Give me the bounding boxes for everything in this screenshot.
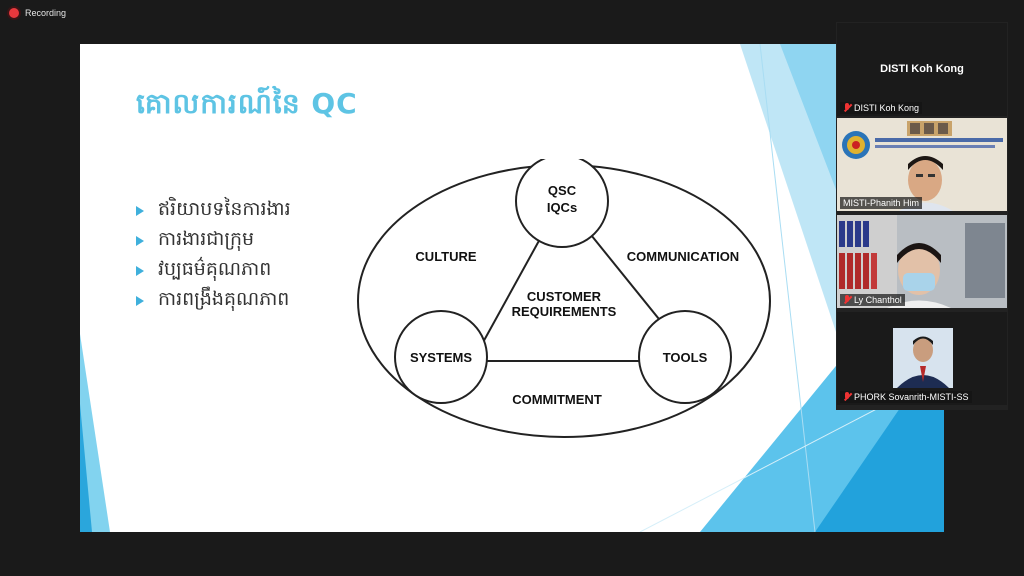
participant-tile[interactable]: PHORK Sovanrith-MISTI-SS [837, 312, 1007, 405]
node-systems-label: SYSTEMS [410, 350, 472, 365]
participant-name-tag: PHORK Sovanrith-MISTI-SS [840, 391, 972, 403]
bullet-arrow-icon [136, 266, 144, 276]
participant-video [837, 118, 1007, 211]
mic-muted-icon [843, 295, 851, 305]
center-line2: REQUIREMENTS [512, 304, 617, 319]
bullet-item: ឥរិយាបទនៃការងារ [136, 196, 291, 226]
participant-name: Ly Chanthol [854, 295, 902, 305]
node-top-line2: IQCs [547, 200, 577, 215]
bullet-text: ការងារជាក្រុម [158, 228, 255, 250]
participant-name-tag: Ly Chanthol [840, 294, 905, 306]
participant-tile[interactable]: DISTI Koh Kong DISTI Koh Kong [837, 23, 1007, 116]
mic-muted-icon [843, 392, 851, 402]
recording-icon [9, 8, 19, 18]
participant-tile[interactable]: Ly Chanthol [837, 215, 1007, 308]
bullet-arrow-icon [136, 296, 144, 306]
bullet-list: ឥរិយាបទនៃការងារ ការងារជាក្រុម វប្បធម៌គុណ… [136, 196, 291, 316]
participant-video [837, 215, 1007, 308]
participant-name-tag: MISTI-Phanith Him [840, 197, 923, 209]
mic-muted-icon [843, 103, 851, 113]
slide-title: គោលការណ៍នៃ QC [136, 87, 358, 120]
label-communication: COMMUNICATION [627, 249, 739, 264]
node-top-line1: QSC [548, 183, 577, 198]
participant-name: PHORK Sovanrith-MISTI-SS [854, 392, 969, 402]
bullet-item: វប្បធម៌គុណភាព [136, 256, 291, 286]
participant-display-name: DISTI Koh Kong [880, 63, 964, 75]
bullet-arrow-icon [136, 206, 144, 216]
participant-name: DISTI Koh Kong [854, 103, 920, 113]
bullet-text: ឥរិយាបទនៃការងារ [158, 198, 291, 220]
node-tools [638, 310, 732, 404]
participant-panel: DISTI Koh Kong DISTI Koh Kong MISTI-Phan… [836, 22, 1008, 410]
shared-slide: គោលការណ៍នៃ QC ឥរិយាបទនៃការងារ ការងារជាក្… [80, 44, 944, 532]
label-culture: CULTURE [415, 249, 476, 264]
bullet-item: ការពង្រឹងគុណភាព [136, 286, 291, 316]
bullet-text: ការពង្រឹងគុណភាព [158, 288, 290, 310]
label-commitment: COMMITMENT [512, 392, 602, 407]
node-top [515, 159, 609, 248]
bullet-text: វប្បធម៌គុណភាព [158, 258, 272, 280]
participant-name: MISTI-Phanith Him [843, 198, 920, 208]
participant-avatar [837, 312, 1007, 405]
bullet-arrow-icon [136, 236, 144, 246]
bullet-item: ការងារជាក្រុម [136, 226, 291, 256]
recording-label: Recording [25, 8, 67, 18]
participant-name-tag: DISTI Koh Kong [840, 102, 923, 114]
node-systems [394, 310, 488, 404]
qc-diagram: QSC IQCs SYSTEMS TOOLS CUSTOMER REQUIREM… [357, 159, 771, 438]
recording-indicator[interactable]: Recording [9, 8, 66, 18]
center-line1: CUSTOMER [527, 289, 602, 304]
participant-tile-active[interactable]: MISTI-Phanith Him [837, 118, 1007, 211]
node-tools-label: TOOLS [663, 350, 708, 365]
